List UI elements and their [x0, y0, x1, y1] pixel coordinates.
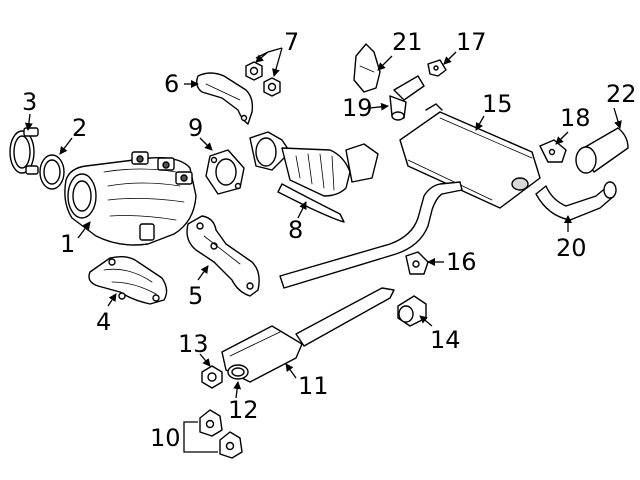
part-12-outlet[interactable] [227, 364, 249, 380]
leader-7 [255, 47, 283, 59]
part-6-upper-heat-shield[interactable] [195, 72, 254, 125]
callout-12: 12 [228, 396, 259, 424]
part-10-insulators[interactable] [199, 409, 243, 459]
part-14-hanger-block[interactable] [397, 295, 427, 327]
leader-11 [285, 363, 297, 379]
callout-18: 18 [560, 104, 591, 132]
leader-10 [183, 421, 198, 438]
leader-9 [199, 137, 213, 151]
leader-12 [233, 381, 242, 399]
callout-2: 2 [72, 114, 87, 142]
callout-17: 17 [456, 28, 487, 56]
leader-3 [24, 113, 33, 131]
leader-13 [199, 353, 211, 367]
leader-17 [443, 51, 457, 65]
part-16-hanger[interactable] [405, 251, 429, 275]
callout-13: 13 [178, 330, 209, 358]
callout-4: 4 [96, 308, 111, 336]
part-18-bracket[interactable] [539, 139, 567, 163]
leader-22 [613, 107, 622, 129]
part-22-tailpipe-tip[interactable] [575, 127, 629, 174]
part-17-clip[interactable] [427, 59, 447, 77]
part-21-rear-heat-shield[interactable] [353, 43, 381, 93]
callout-14: 14 [430, 326, 461, 354]
part-4-heat-shield[interactable] [88, 255, 168, 305]
leader-8 [297, 201, 307, 219]
callout-20: 20 [556, 234, 587, 262]
leader-7c [272, 47, 283, 77]
callout-3: 3 [22, 88, 37, 116]
part-19-hanger-pipe[interactable] [389, 75, 425, 121]
callout-5: 5 [188, 282, 203, 310]
callout-15: 15 [482, 90, 513, 118]
part-2-gasket[interactable] [39, 154, 65, 190]
callout-21: 21 [392, 28, 423, 56]
callout-16: 16 [446, 248, 477, 276]
leader-14 [419, 315, 433, 327]
callout-6: 6 [164, 70, 179, 98]
leader-lines [24, 47, 622, 453]
part-13-nut[interactable] [201, 365, 223, 389]
leader-21 [377, 55, 393, 71]
part-15-rear-muffler[interactable] [399, 103, 541, 209]
leader-1 [77, 221, 91, 239]
callout-8: 8 [288, 216, 303, 244]
intermediate-pipe[interactable] [279, 181, 463, 289]
leader-19 [369, 102, 389, 111]
part-7-nuts[interactable] [245, 61, 281, 97]
leader-15 [475, 115, 485, 131]
callout-1: 1 [60, 230, 75, 258]
leader-5 [197, 265, 209, 281]
part-20-tail-pipe[interactable] [535, 181, 617, 221]
callout-19: 19 [342, 94, 373, 122]
callout-9: 9 [188, 114, 203, 142]
callout-labels: 1 2 3 4 5 6 7 8 9 10 11 12 13 14 15 16 1… [22, 28, 637, 452]
callout-10: 10 [150, 424, 181, 452]
leader-4 [107, 293, 117, 307]
leader-18 [555, 131, 569, 145]
leader-7b [255, 51, 269, 63]
part-9-flange-gasket[interactable] [205, 149, 245, 195]
callout-7: 7 [284, 28, 299, 56]
callout-22: 22 [606, 80, 637, 108]
part-1-manifold-converter[interactable] [64, 151, 197, 246]
leader-2 [59, 137, 73, 155]
part-3-clamp[interactable] [9, 127, 39, 175]
leader-10b [183, 438, 218, 453]
part-11-center-muffler[interactable] [221, 287, 395, 383]
part-8-front-pipe[interactable] [249, 131, 379, 223]
part-5-bracket[interactable] [186, 215, 260, 297]
callout-11: 11 [298, 372, 329, 400]
